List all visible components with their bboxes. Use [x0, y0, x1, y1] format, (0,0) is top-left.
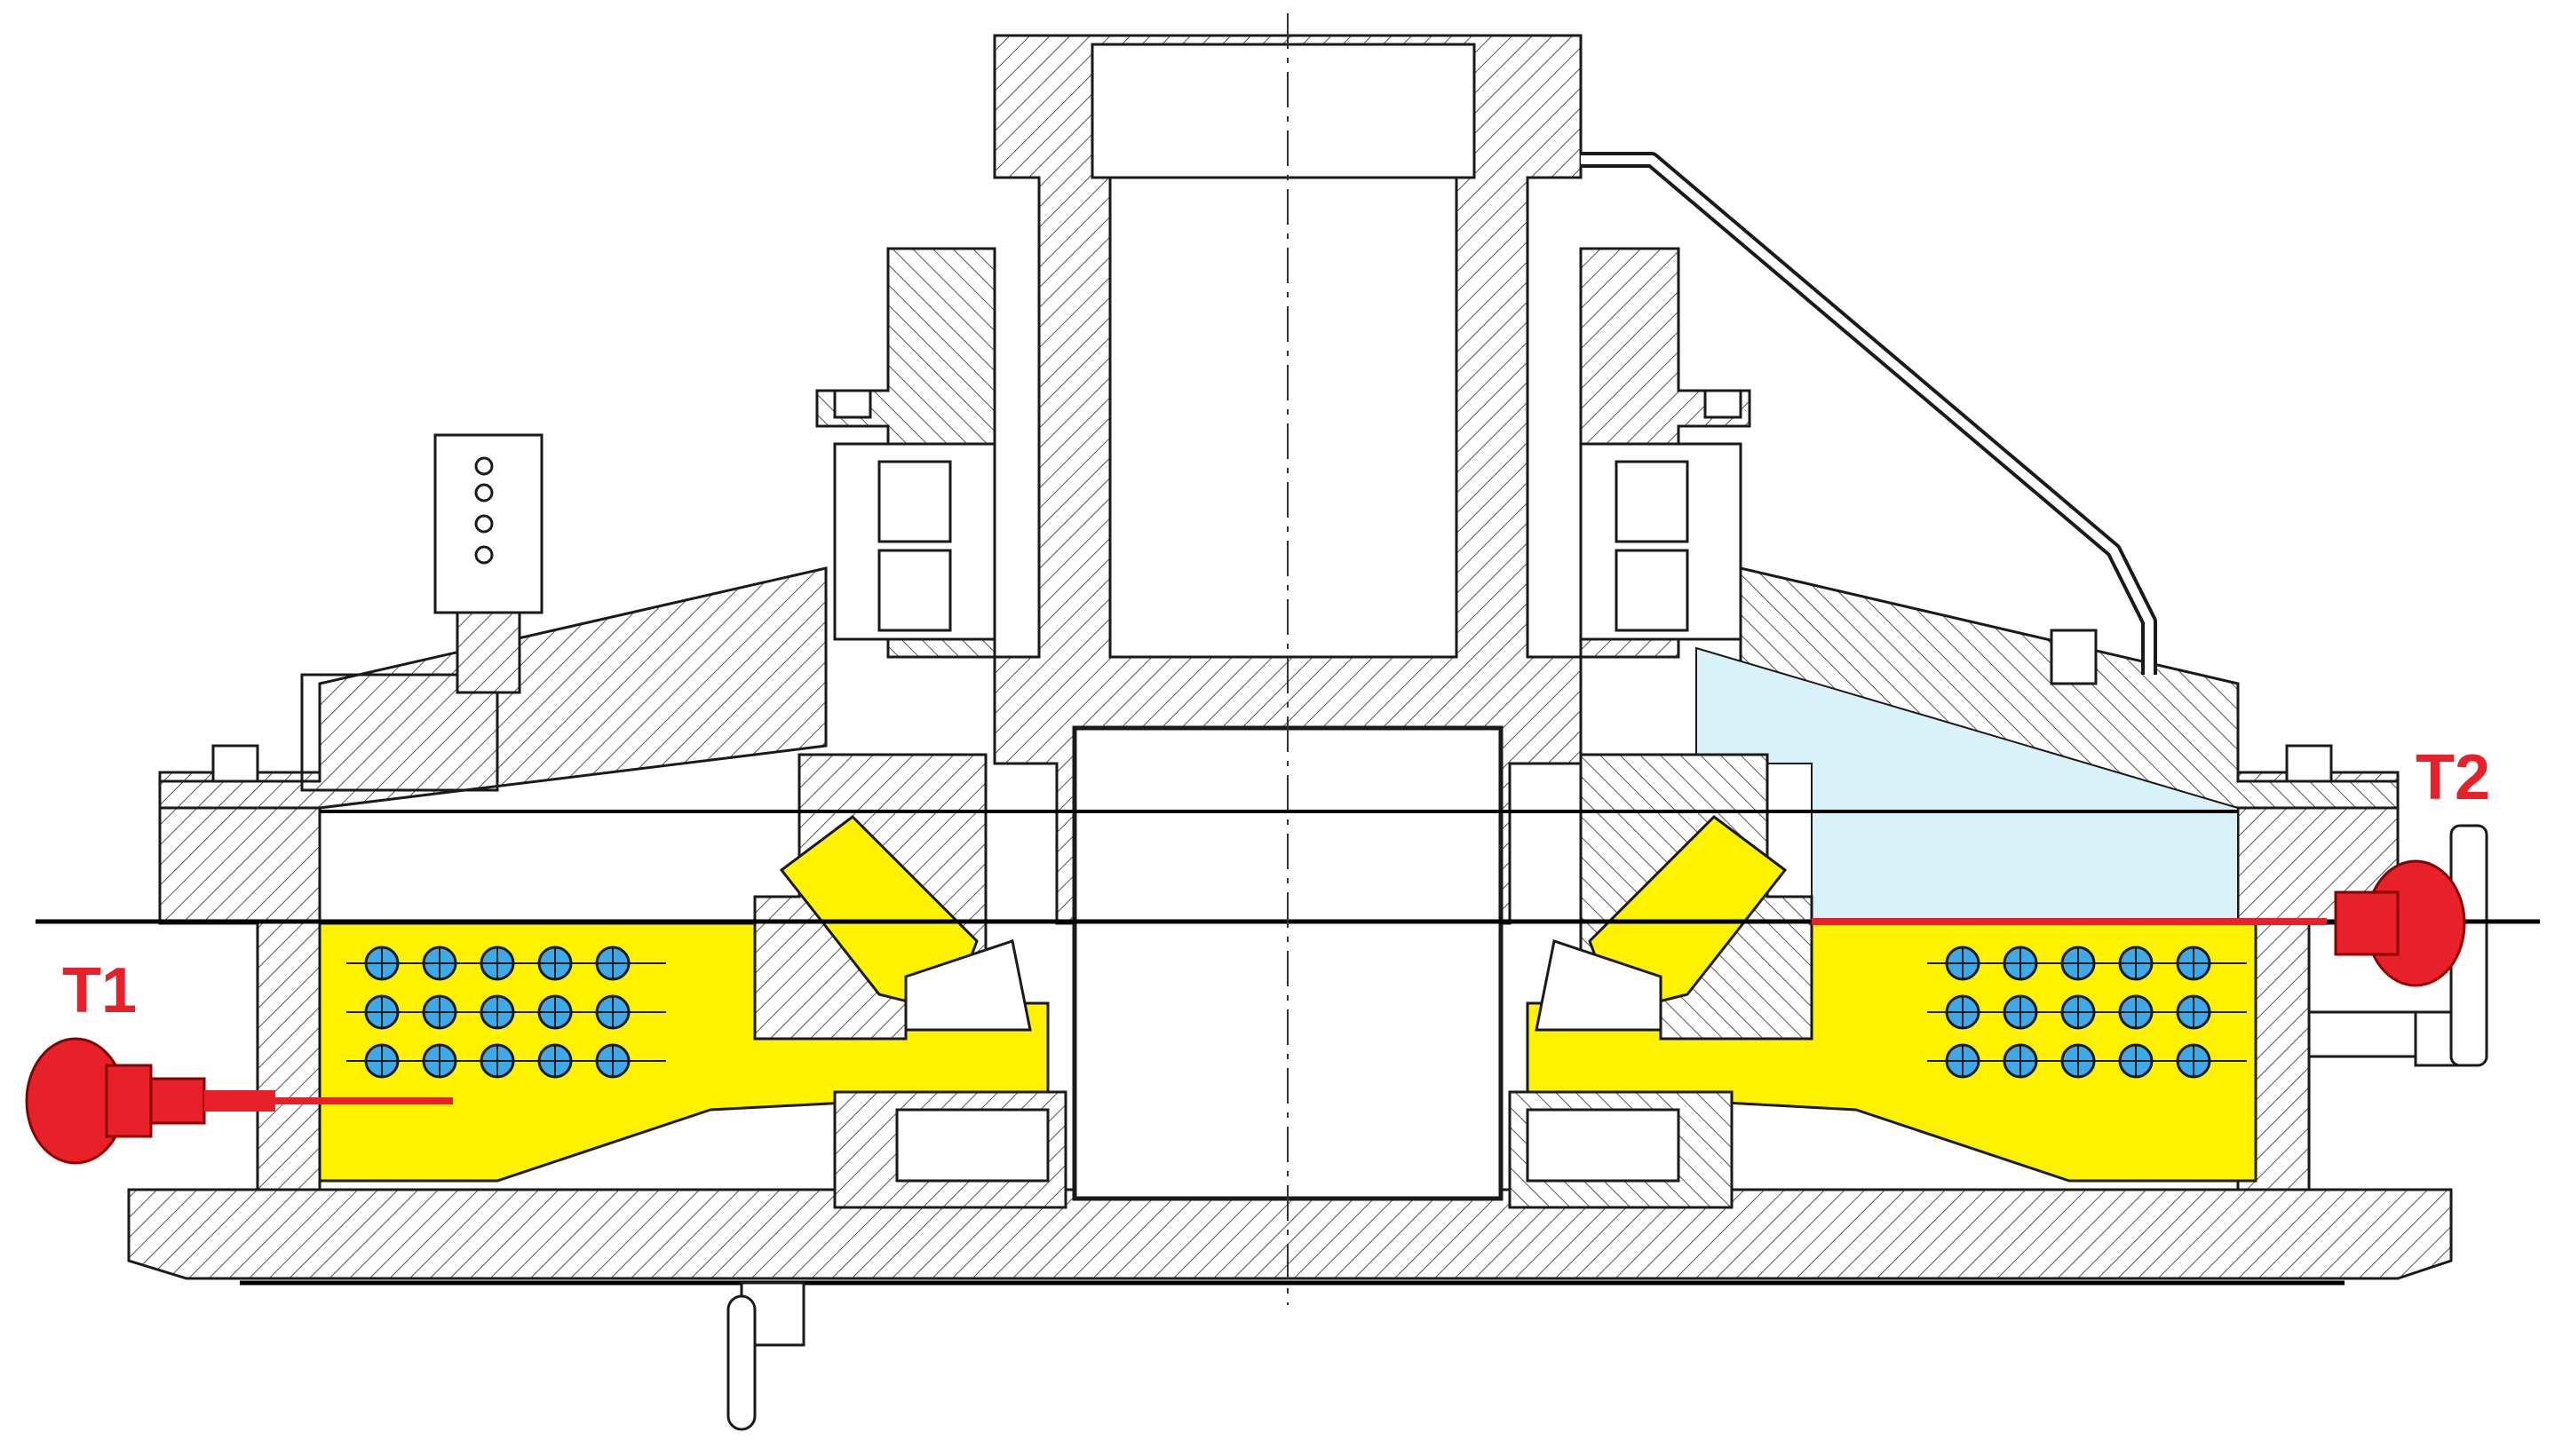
cooling-tube-crosshair	[481, 947, 513, 979]
cooling-tube-crosshair	[424, 1045, 456, 1077]
cooling-tube-crosshair	[2120, 996, 2152, 1028]
outlet-fitting	[2307, 824, 2488, 1067]
breather	[433, 433, 544, 694]
cooling-tube-crosshair	[2004, 996, 2036, 1028]
drain-valve	[726, 1281, 805, 1431]
cooling-tube-crosshair	[424, 947, 456, 979]
cooling-tube-crosshair	[2120, 1045, 2152, 1077]
sensor-label-t2: T2	[2416, 742, 2490, 813]
cooling-tube-crosshair	[1947, 947, 1979, 979]
cooling-tube-crosshair	[539, 1045, 571, 1077]
cooling-tube-crosshair	[366, 996, 398, 1028]
lower-bearing-left	[753, 753, 1032, 1041]
cooling-tube-crosshair	[481, 1045, 513, 1077]
cooling-tube-crosshair	[597, 996, 629, 1028]
cooling-tube-crosshair	[2120, 947, 2152, 979]
cooling-tube-crosshair	[2004, 947, 2036, 979]
cooling-tube-crosshair	[597, 947, 629, 979]
cooling-tube-crosshair	[539, 947, 571, 979]
cooling-tube-crosshair	[424, 996, 456, 1028]
sensor-label-t1: T1	[62, 955, 137, 1026]
cooling-tube-crosshair	[366, 947, 398, 979]
cooling-tube-crosshair	[2178, 1045, 2210, 1077]
upper-bearing-right	[1579, 442, 1742, 641]
cooling-coil-bank-left	[346, 946, 666, 1079]
cooling-tube-crosshair	[481, 996, 513, 1028]
cooling-tube-crosshair	[1947, 996, 1979, 1028]
cooling-tube-crosshair	[1947, 1045, 1979, 1077]
cooling-tube-crosshair	[2004, 1045, 2036, 1077]
cooling-tube-crosshair	[539, 996, 571, 1028]
cooling-tube-crosshair	[2062, 947, 2094, 979]
lower-bearing-right	[1535, 753, 1813, 1041]
cooling-tube-crosshair	[2178, 947, 2210, 979]
cooling-tube-crosshair	[366, 1045, 398, 1077]
cooling-tube-crosshair	[2062, 996, 2094, 1028]
temperature-sensor-icon	[1812, 859, 2466, 987]
cooling-tube-crosshair	[2178, 996, 2210, 1028]
temperature-sensor-icon	[25, 1037, 453, 1165]
upper-bearing-left	[833, 442, 996, 641]
bolt-icon	[211, 389, 2333, 783]
cooling-coil-bank-right	[1927, 946, 2247, 1079]
cooling-tube-crosshair	[2062, 1045, 2094, 1077]
lower-seal	[833, 1090, 1734, 1209]
cooling-tube-crosshair	[597, 1045, 629, 1077]
housing-base	[127, 771, 2453, 1286]
